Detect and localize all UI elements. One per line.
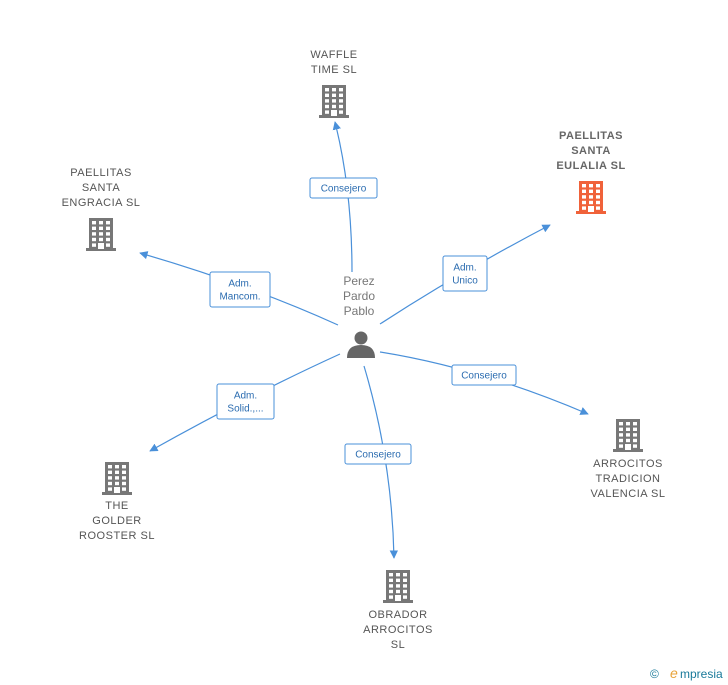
- edge-label-box[interactable]: Consejero: [344, 443, 412, 465]
- person-label: Perez: [343, 274, 374, 288]
- company-label: THE: [105, 500, 129, 512]
- building-icon: [319, 85, 349, 118]
- edge-label-text: Mancom.: [219, 292, 260, 303]
- edge-waffle: Consejero: [309, 121, 378, 273]
- person-label: Pardo: [343, 289, 375, 303]
- edge-golder: Adm. Solid.,...: [149, 353, 341, 452]
- company-node-arrocitos-tradicion[interactable]: ARROCITOS TRADICION VALENCIA SL: [591, 419, 666, 500]
- edge-label-box[interactable]: Consejero: [451, 364, 517, 386]
- company-label: ROOSTER SL: [79, 530, 155, 542]
- company-label: SL: [391, 639, 405, 651]
- edge-label-text: Unico: [452, 276, 478, 287]
- company-label: PAELLITAS: [70, 167, 132, 179]
- edge-label-text: Consejero: [461, 371, 507, 382]
- building-icon: [102, 462, 132, 495]
- brand-initial: e: [670, 665, 678, 681]
- company-label: GOLDER: [92, 515, 141, 527]
- copyright-symbol: ©: [650, 667, 659, 681]
- empresia-watermark[interactable]: © e mpresia: [650, 665, 723, 681]
- edge-label-text: Consejero: [355, 450, 401, 461]
- edge-label-box[interactable]: Adm. Unico: [442, 255, 488, 292]
- brand-name: mpresia: [680, 667, 723, 681]
- edge-label-box[interactable]: Adm. Mancom.: [209, 271, 271, 308]
- edge-paellitas-engracia: Adm. Mancom.: [139, 251, 339, 326]
- edge-label-text: Adm.: [234, 391, 257, 402]
- company-label: VALENCIA SL: [591, 488, 666, 500]
- company-label: TIME SL: [311, 64, 357, 76]
- company-label: TRADICION: [596, 473, 661, 485]
- company-label: ARROCITOS: [363, 624, 433, 636]
- company-label: EULALIA SL: [556, 160, 625, 172]
- company-node-paellitas-eulalia[interactable]: PAELLITAS SANTA EULALIA SL: [556, 130, 625, 214]
- company-label: ARROCITOS: [593, 458, 663, 470]
- edge-label-box[interactable]: Consejero: [309, 177, 378, 199]
- edge-label-box[interactable]: Adm. Solid.,...: [216, 383, 275, 420]
- company-label: SANTA: [571, 145, 611, 157]
- company-label: OBRADOR: [368, 609, 427, 621]
- company-label: ENGRACIA SL: [62, 197, 141, 209]
- company-node-obrador[interactable]: OBRADOR ARROCITOS SL: [363, 570, 433, 651]
- building-icon: [576, 181, 606, 214]
- edge-obrador: Consejero: [344, 365, 412, 559]
- company-label: SANTA: [82, 182, 121, 194]
- building-icon: [86, 218, 116, 251]
- edge-label-text: Adm.: [453, 263, 476, 274]
- edge-label-text: Consejero: [321, 184, 367, 195]
- company-node-golder[interactable]: THE GOLDER ROOSTER SL: [79, 462, 155, 542]
- edges-layer: ConsejeroAdm.UnicoAdm.Mancom.ConsejeroAd…: [139, 121, 589, 559]
- edge-arrocitos-tradicion: Consejero: [379, 351, 589, 415]
- building-icon: [383, 570, 413, 603]
- company-label: PAELLITAS: [559, 130, 623, 142]
- edge-label-text: Solid.,...: [227, 404, 263, 415]
- company-label: WAFFLE: [310, 49, 357, 61]
- building-icon: [613, 419, 643, 452]
- company-node-paellitas-engracia[interactable]: PAELLITAS SANTA ENGRACIA SL: [62, 167, 141, 251]
- person-icon: [347, 331, 375, 358]
- person-label: Pablo: [344, 304, 375, 318]
- edge-paellitas-eulalia: Adm. Unico: [379, 224, 551, 325]
- edge-label-text: Adm.: [228, 279, 251, 290]
- company-node-waffle[interactable]: WAFFLE TIME SL: [310, 49, 357, 118]
